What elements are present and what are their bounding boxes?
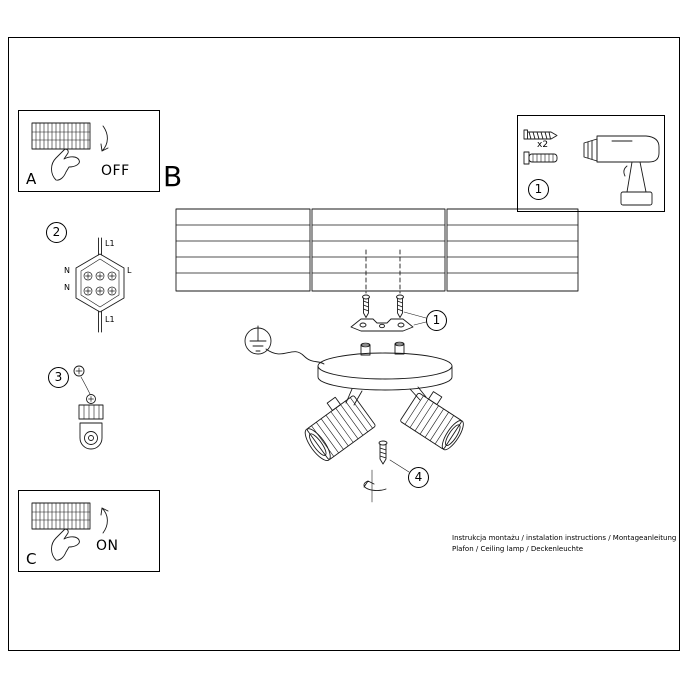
switch-off-label: OFF [101,163,130,179]
mounting-bracket [350,311,427,332]
ground-symbol-icon [244,325,272,355]
hand-icon [51,528,80,561]
sheet-border [8,37,680,651]
switch-plate-hatch [31,122,91,150]
hand-icon [51,148,80,181]
wire-label-n-bottom: N [64,283,70,292]
switch-plate [31,122,91,150]
drill-guide-lines [365,249,401,294]
panel-switch-off: A OFF [18,110,160,192]
step-circle-hardware: 1 [528,179,549,200]
step-circle-ground: 3 [48,367,69,388]
switch-plate-hatch [31,502,91,530]
terminal-screws [83,271,117,296]
switch-on-label: ON [96,538,119,554]
step-circle-wiring: 2 [46,222,67,243]
arrow-up-icon [100,507,109,534]
wire-label-n-top: N [64,266,70,275]
spot-arms [345,386,427,406]
hardware-illustration [523,129,660,206]
wire-label-l-top: L [127,266,132,275]
spotlight-left [304,395,376,461]
arrow-down-icon [100,125,109,152]
switch-on-illustration [31,502,109,561]
step-circle-mounting: 1 [426,310,447,331]
section-b-label: B [163,160,183,193]
footer-text: Instrukcja montażu / instalation instruc… [452,533,676,555]
rotation-arrow-icon [363,469,387,503]
panel-switch-on: C ON [18,490,160,572]
screw-icon [523,129,558,140]
switch-plate [31,502,91,530]
panel-a-label: A [26,170,37,188]
wire-label-l1-bottom: L1 [105,315,115,324]
switch-off-illustration [31,122,109,181]
earth-clamp-illustration [73,365,104,450]
wire-label-l1-top: L1 [105,239,115,248]
step-leader-lines [403,311,427,326]
lamp-canopy [317,341,453,406]
footer-line-2: Plafon / Ceiling lamp / Deckenleuchte [452,545,584,553]
footer-line-1: Instrukcja montażu / instalation instruc… [452,534,677,542]
screw-head-icon [73,365,85,377]
wall-plug-icon [523,151,558,165]
panel-c-label: C [26,550,37,568]
spotlight-right [400,391,464,451]
drill-icon [583,135,660,206]
mounting-screws [362,294,404,318]
ceiling-panels [175,208,579,292]
panel-hardware [517,115,665,212]
hardware-quantity-label: x2 [537,140,549,150]
ground-wire [265,348,325,365]
step-circle-shade: 4 [408,467,429,488]
terminal-block [75,237,125,333]
adjust-screw [378,440,410,473]
